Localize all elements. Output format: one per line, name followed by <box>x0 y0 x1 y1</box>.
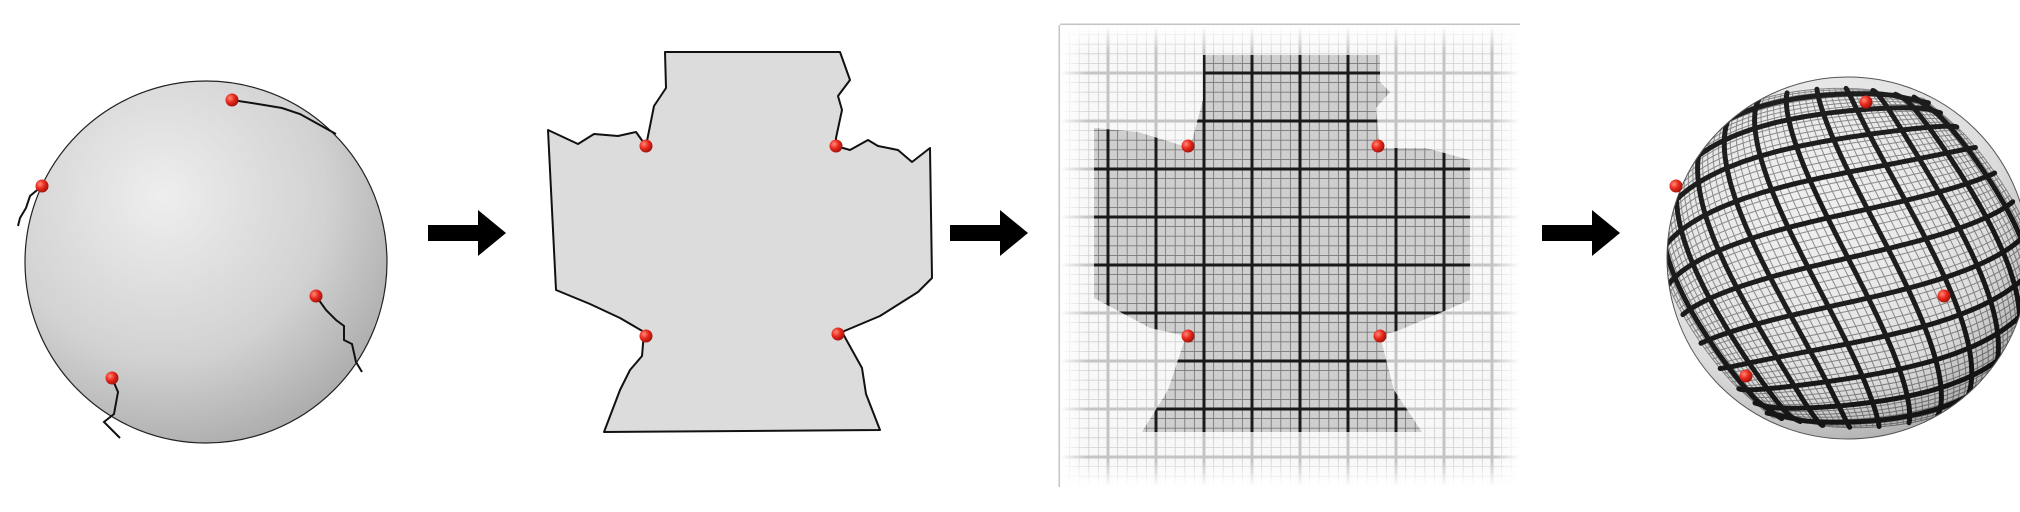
panel-patch-with-grid-texture <box>1058 23 1520 487</box>
cut-point-icon <box>1371 139 1385 153</box>
panel-sphere-with-cuts <box>17 80 388 444</box>
flat-patch-icon <box>547 51 933 433</box>
cut-point-icon <box>1739 369 1753 383</box>
panel-flattened-patch <box>547 51 933 433</box>
cut-point-icon <box>1181 139 1195 153</box>
cut-path <box>17 185 43 227</box>
sphere-icon <box>24 80 388 444</box>
cut-point-icon <box>829 139 843 153</box>
cut-path <box>315 295 363 373</box>
cut-point-icon <box>105 371 119 385</box>
cut-point-icon <box>1669 179 1683 193</box>
cut-point-icon <box>831 327 845 341</box>
cut-point-icon <box>35 179 49 193</box>
panel-textured-sphere <box>1666 76 2020 440</box>
cut-point-icon <box>309 289 323 303</box>
cut-point-icon <box>639 329 653 343</box>
arrow-right-icon <box>950 210 1028 256</box>
cut-point-icon <box>1373 329 1387 343</box>
cut-point-icon <box>1181 329 1195 343</box>
arrow-right-icon <box>1542 210 1620 256</box>
cut-path <box>231 99 337 135</box>
cut-path <box>102 377 121 439</box>
arrow-right-icon <box>428 210 506 256</box>
cut-point-icon <box>1937 289 1951 303</box>
cut-point-icon <box>1859 95 1873 109</box>
cut-point-icon <box>639 139 653 153</box>
cut-point-icon <box>225 93 239 107</box>
